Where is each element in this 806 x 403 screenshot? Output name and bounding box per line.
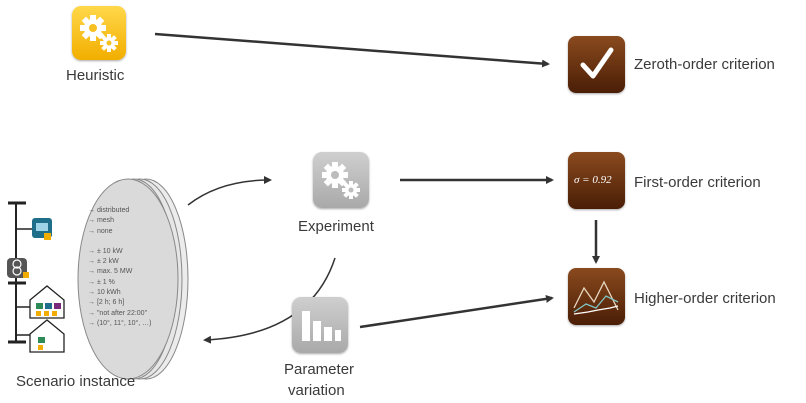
line-chart-icon (573, 280, 619, 315)
checkmark-icon (580, 47, 614, 79)
scenario-line: → none (88, 227, 113, 235)
heuristic-label: Heuristic (66, 67, 125, 84)
bar-chart-icon (302, 311, 341, 341)
scenario-line (88, 237, 152, 247)
transformer-icon (7, 258, 29, 278)
parameter-variation-label-1: Parameter (284, 361, 355, 378)
scenario-parameter-list: → distributed → mesh → none → ± 10 kW → … (88, 206, 152, 329)
higher-order-label: Higher-order criterion (634, 290, 776, 307)
arrow-experiment-to-scenario (203, 257, 336, 344)
scenario-line: → 10 kWh (88, 289, 121, 297)
first-order-tile: σ = 0.92 (568, 152, 625, 209)
house-icon (29, 319, 65, 353)
scenario-line: → ± 2 kW (88, 258, 119, 266)
scenario-line: → ± 1 % (88, 278, 115, 286)
scenario-line: → [2 h; 6 h] (88, 299, 125, 307)
solar-plant-icon (32, 218, 52, 240)
scenario-line: → ± 10 kW (88, 247, 123, 255)
scenario-line: → max. 5 MW (88, 268, 133, 276)
experiment-tile (313, 152, 369, 208)
parameter-variation-tile (292, 297, 348, 353)
experiment-label: Experiment (298, 218, 374, 235)
arrow-variation-to-higher (359, 294, 554, 329)
scenario-line: → mesh (88, 217, 115, 225)
parameter-variation-label-2: variation (288, 382, 345, 399)
zeroth-order-tile (568, 36, 625, 93)
grid-schematic (8, 201, 32, 344)
sigma-value: σ = 0.92 (574, 174, 612, 186)
arrow-heuristic-to-zeroth (154, 32, 550, 68)
scenario-line: → "not after 22:00" (88, 309, 148, 317)
scenario-disc-stack (77, 178, 189, 380)
arrow-scenario-to-experiment (187, 176, 272, 206)
zeroth-order-label: Zeroth-order criterion (634, 56, 775, 73)
gears-icon (80, 15, 118, 52)
heuristic-tile (72, 6, 126, 60)
scenario-instance-label: Scenario instance (16, 373, 136, 390)
higher-order-tile (568, 268, 625, 325)
gears-icon (322, 162, 360, 199)
scenario-line: → (10°, 11°, 10°, …) (88, 319, 152, 327)
first-order-label: First-order criterion (634, 174, 761, 191)
scenario-line: → distributed (88, 207, 130, 214)
house-icon (29, 285, 65, 319)
